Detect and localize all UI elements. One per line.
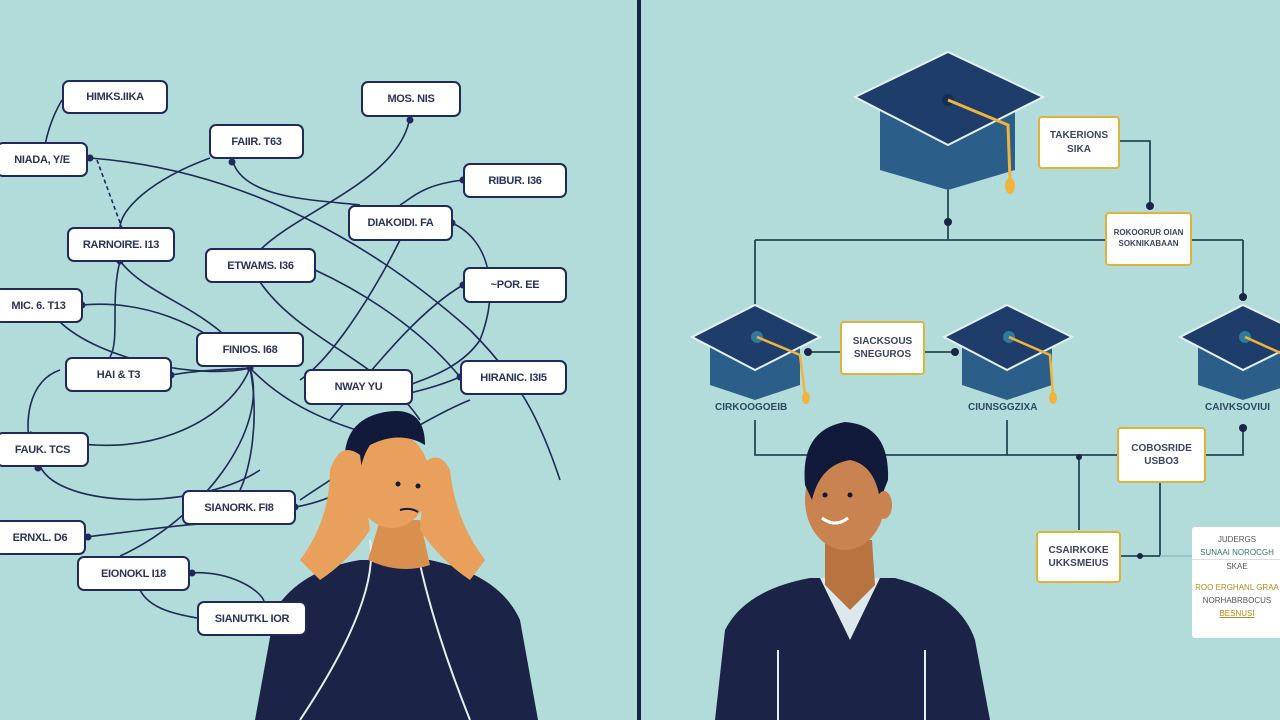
node: ~POR. EE	[463, 267, 567, 303]
label-line: SOKNIKABAAN	[1118, 239, 1179, 248]
info-line: BESNUSI	[1219, 609, 1255, 618]
hierarchy-dots	[804, 202, 1247, 559]
node: HAI & T3	[65, 357, 172, 392]
cap-label: CIRKOOGOEIB	[715, 402, 788, 413]
label-box: TAKERIONS SIKA	[1038, 116, 1120, 169]
node: NWAY YU	[304, 369, 413, 405]
graduation-cap-icon	[689, 303, 823, 404]
graduation-cap-icon	[941, 303, 1075, 404]
label-box: CSAIRKOKE UKKSMEIUS	[1036, 531, 1121, 583]
node: HIMKS.IIKA	[62, 80, 168, 114]
info-line: JUDERGS	[1217, 535, 1257, 544]
node: SIANUTKL IOR	[197, 601, 307, 636]
label-box: SIACKSOUS SNEGUROS	[840, 321, 925, 375]
node: MIC. 6. T13	[0, 288, 83, 323]
node: SIANORK. FI8	[182, 490, 296, 525]
label-line: USBO3	[1144, 456, 1179, 467]
label-line: UKKSMEIUS	[1048, 558, 1109, 569]
graduation-cap-icon	[1177, 303, 1280, 400]
node: RIBUR. I36	[463, 163, 567, 198]
info-line: NORHABRBOCUS	[1202, 596, 1272, 605]
node: MOS. NIS	[361, 81, 461, 117]
confident-person	[715, 422, 990, 720]
label-box: COBOSRIDE USBO3	[1117, 427, 1206, 483]
panel-divider	[637, 0, 641, 720]
label-line: SNEGUROS	[853, 349, 912, 360]
label-line: SIKA	[1067, 143, 1091, 155]
label-line: CSAIRKOKE	[1048, 544, 1109, 556]
label-line: COBOSRIDE	[1131, 442, 1192, 454]
node: FINIOS. I68	[196, 332, 304, 367]
label-line: SIACKSOUS	[852, 335, 913, 347]
info-line: SKAE	[1226, 562, 1248, 571]
node: RARNOIRE. I13	[67, 227, 175, 262]
node: EIONOKL I18	[77, 556, 190, 591]
node: FAUK. TCS	[0, 432, 89, 467]
node: NIADA, Y/E	[0, 142, 88, 177]
cap-label: CAIVKSOVIUI	[1205, 402, 1271, 413]
node: DIAKOIDI. FA	[348, 205, 453, 241]
stressed-person	[255, 410, 538, 720]
node: ETWAMS. I36	[205, 248, 316, 283]
label-line: ROKOORUR OIAN	[1113, 228, 1184, 238]
node: HIRANIC. I3I5	[460, 360, 567, 395]
cap-label: CIUNSGGZIXA	[968, 402, 1038, 413]
info-line: SUNAAI NOROCGH	[1192, 546, 1280, 560]
label-line: TAKERIONS	[1049, 130, 1109, 141]
node: FAIIR. T63	[209, 124, 304, 159]
info-panel: JUDERGS SUNAAI NOROCGH SKAE ROO ERGHANL …	[1192, 527, 1280, 638]
node: ERNXL. D6	[0, 520, 86, 555]
info-line: ROO ERGHANL GRAA	[1195, 583, 1279, 592]
graduation-cap-icon	[852, 50, 1046, 194]
